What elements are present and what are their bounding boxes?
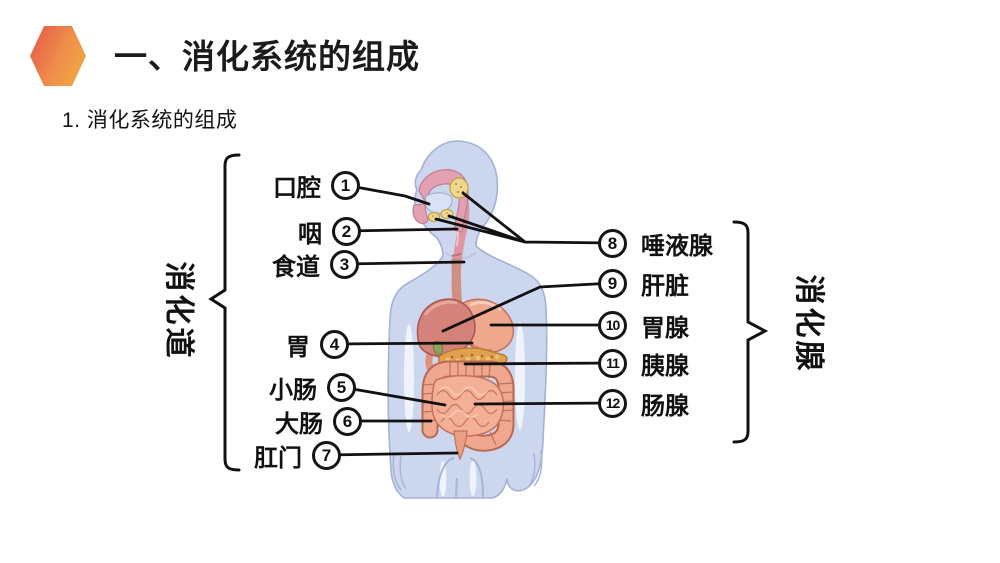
circled-number-6: 6	[333, 406, 362, 436]
circled-number-12: 12	[598, 388, 627, 418]
label-text: 口腔	[273, 174, 321, 202]
brackets	[208, 153, 769, 472]
label-row-gastric-glands: 10 胃腺	[598, 310, 768, 342]
circled-number-3: 3	[330, 249, 359, 279]
circled-number-8: 8	[598, 228, 627, 258]
digestive-glands-vertical-label: 消化腺	[792, 274, 825, 374]
label-text: 胃	[286, 333, 310, 361]
label-text: 胃腺	[641, 314, 689, 342]
circled-number-9: 9	[598, 268, 627, 298]
digestive-tract-vertical-label: 消化道	[162, 261, 195, 361]
circled-number-7: 7	[312, 440, 341, 470]
label-row-liver: 9 肝脏	[598, 268, 768, 300]
label-text: 大肠	[275, 410, 323, 438]
label-text: 肛门	[254, 444, 302, 472]
circled-number-4: 4	[320, 329, 349, 359]
label-text: 小肠	[269, 376, 317, 404]
circled-number-2: 2	[332, 216, 361, 246]
label-text: 唾液腺	[641, 232, 713, 260]
label-row-anus: 肛门 7	[181, 440, 341, 472]
label-text: 胰腺	[641, 352, 689, 380]
label-row-esophagus: 食道 3	[199, 249, 359, 281]
label-row-stomach: 胃 4	[189, 329, 349, 361]
label-row-intestinal-glands: 12 肠腺	[598, 388, 768, 420]
label-row-salivary-glands: 8 唾液腺	[598, 228, 768, 260]
small-intestine-shape	[431, 374, 505, 437]
circled-number-5: 5	[327, 372, 356, 402]
label-text: 肝脏	[641, 272, 689, 300]
label-row-large-intestine: 大肠 6	[202, 406, 362, 438]
label-text: 肠腺	[641, 392, 689, 420]
label-row-small-intestine: 小肠 5	[196, 372, 356, 404]
right-bracket	[732, 220, 769, 444]
circled-number-10: 10	[598, 310, 627, 340]
label-text: 食道	[272, 253, 320, 281]
circled-number-1: 1	[331, 170, 360, 200]
rectum-shape	[453, 430, 468, 461]
circled-number-11: 11	[598, 348, 627, 378]
page-title: 一、消化系统的组成	[114, 38, 420, 75]
connector-lines	[324, 183, 615, 457]
left-bracket	[208, 153, 241, 472]
label-text: 咽	[298, 220, 322, 248]
subtitle: 1. 消化系统的组成	[62, 109, 238, 132]
label-row-pancreas: 11 胰腺	[598, 348, 768, 380]
label-row-pharynx: 咽 2	[201, 216, 361, 248]
label-row-oral-cavity: 口腔 1	[200, 170, 360, 202]
